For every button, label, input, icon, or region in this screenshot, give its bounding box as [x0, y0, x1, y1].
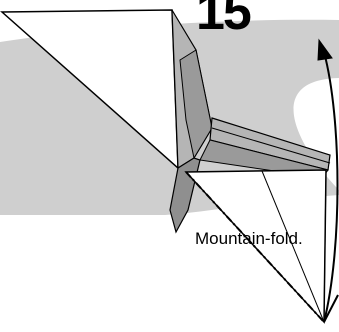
crease-line-2 — [323, 169, 327, 323]
fold-arrow-head — [317, 38, 333, 61]
fold-arrow-path — [323, 51, 339, 323]
fold-arrow-tail — [323, 294, 339, 323]
arm-crease — [211, 127, 331, 164]
crease-line-1 — [261, 170, 325, 323]
mountain-fold-line — [185, 171, 325, 323]
gray-body-shadow — [179, 49, 213, 160]
step-caption: Mountain-fold. — [195, 229, 303, 248]
step-number: 15 — [196, 0, 252, 41]
